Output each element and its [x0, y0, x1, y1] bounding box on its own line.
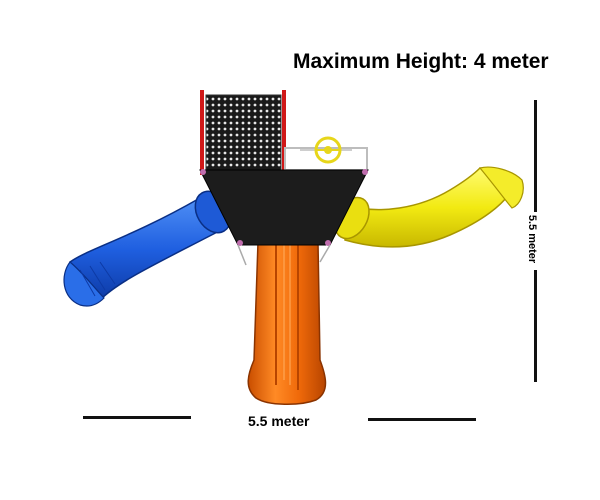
blue-slide: [63, 190, 232, 307]
width-dimension-line-right: [368, 418, 476, 421]
depth-dimension-line-bottom: [534, 270, 537, 382]
climbing-wall: [200, 90, 286, 175]
deck-platform: [199, 169, 369, 266]
post-left: [200, 90, 204, 175]
width-dimension-line-left: [83, 416, 191, 419]
depth-dimension-line-top: [534, 100, 537, 212]
steering-wheel-panel: [284, 136, 368, 171]
yellow-slide: [334, 166, 524, 248]
post-right: [282, 90, 286, 175]
orange-slide: [247, 241, 327, 405]
depth-dimension-label: 5.5 meter: [526, 214, 539, 264]
max-height-title: Maximum Height: 4 meter: [293, 50, 549, 73]
width-dimension-label: 5.5 meter: [248, 413, 310, 429]
